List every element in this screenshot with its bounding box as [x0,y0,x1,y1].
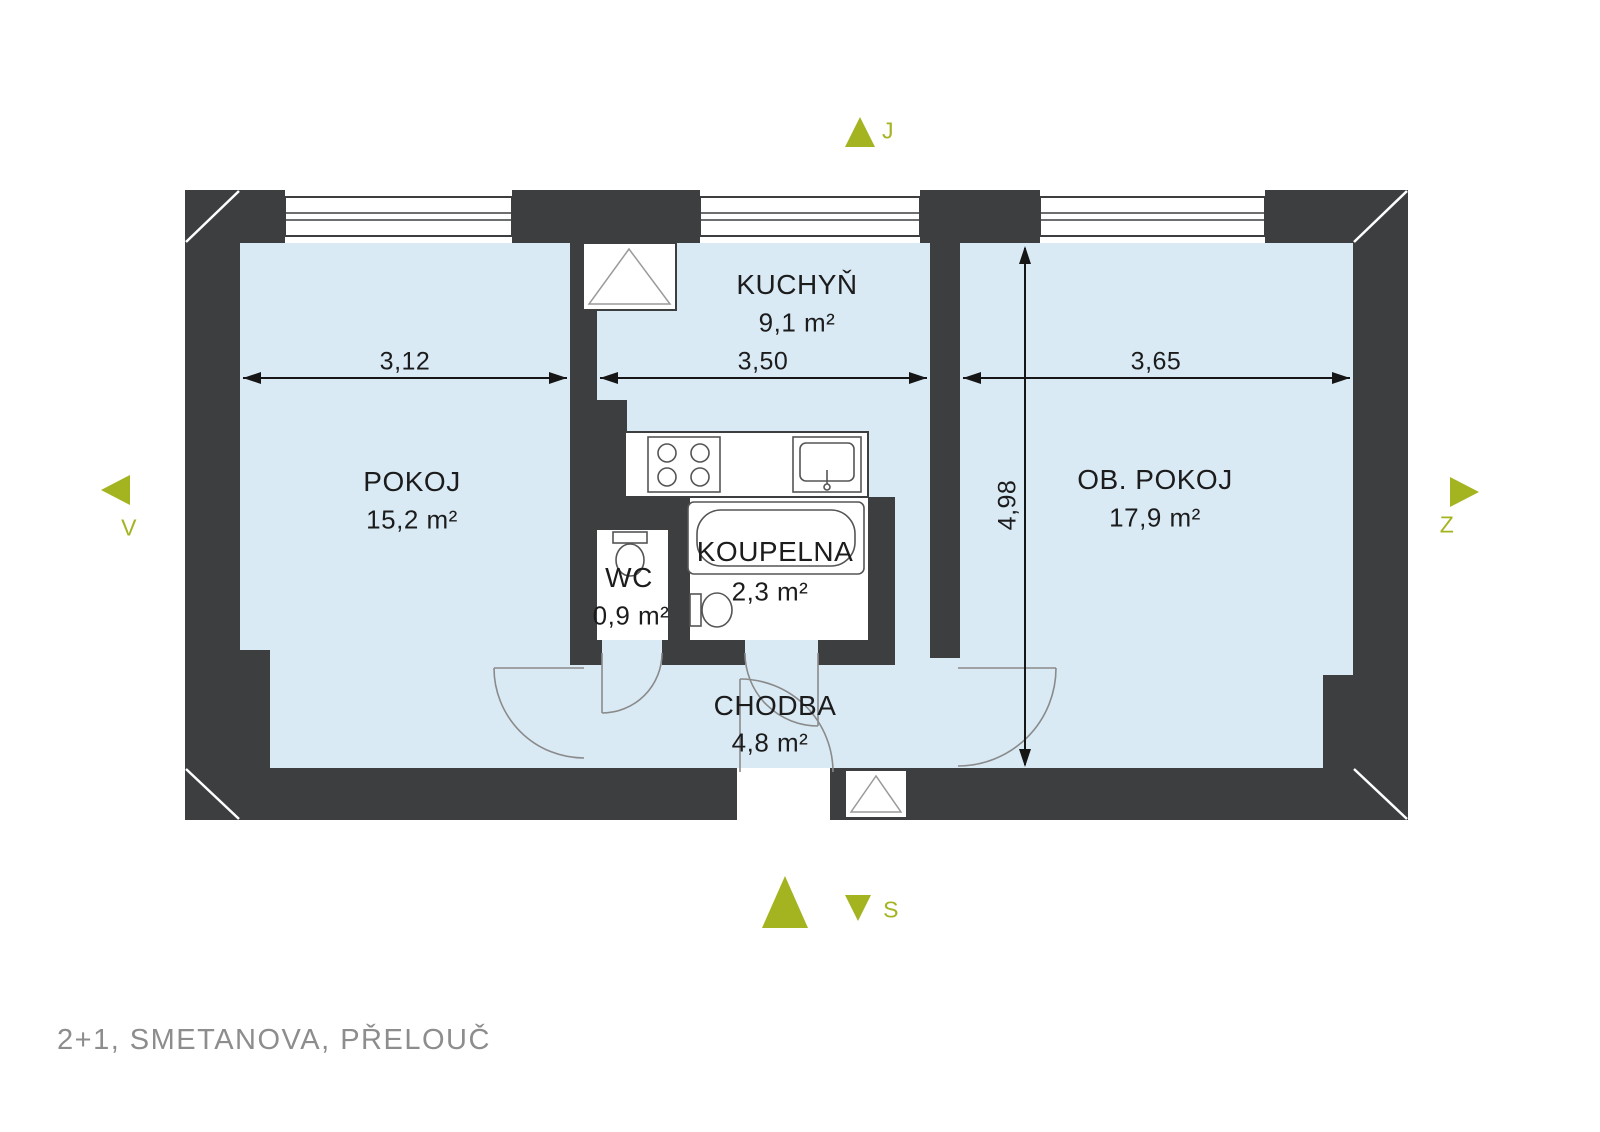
room-label-pokoj: POKOJ [363,466,461,497]
window-icon [284,190,513,243]
wall-right [1353,190,1408,820]
room-label-ob-pokoj: OB. POKOJ [1077,464,1233,495]
wall-left [185,190,240,820]
windows [284,190,1266,243]
wall-bath-bottom-c [818,640,895,665]
compass-arrow-icon [845,895,871,921]
room-area-pokoj: 15,2 m² [366,504,458,535]
compass-arrows [101,117,1479,928]
wall-bath-right [868,497,895,655]
entry-shaft-icon [844,769,908,819]
compass-label-south: J [882,117,894,144]
window-icon [699,190,921,243]
wc-toilet-icon [612,531,648,577]
dimension-lines [243,246,1350,767]
compass-arrow-icon [762,876,808,928]
dimension-label-obpokoj-width: 3,65 [1130,347,1182,376]
wall-pier-bottom-right [1323,675,1353,768]
room-area-ob-pokoj: 17,9 m² [1109,502,1201,533]
plan-title: 2+1, SMETANOVA, PŘELOUČ [57,1024,491,1056]
compass-arrow-icon [101,475,130,505]
room-label-koupelna: KOUPELNA [696,536,854,567]
compass-label-north: S [883,896,899,923]
dimension-label-depth: 4,98 [993,479,1022,531]
stove-icon [647,436,721,493]
dimension-label-kuchyn-width: 3,50 [737,347,789,376]
wall-corner-joints [185,190,1408,820]
room-label-chodba: CHODBA [713,690,837,721]
compass-label-west: Z [1439,511,1455,538]
door-arc-icon [493,667,585,759]
vent-shaft-icon [582,242,677,311]
room-label-kuchyn: KUCHYŇ [736,269,858,300]
room-label-wc: WC [605,562,653,593]
room-area-wc: 0,9 m² [592,600,670,631]
toilet-icon [689,592,733,628]
door-arc-icon [957,667,1057,767]
window-icon [1039,190,1266,243]
compass-arrow-icon [845,117,875,147]
wall-wc-top [597,497,672,530]
room-area-chodba: 4,8 m² [731,727,809,758]
wall-wc-bath-divider [668,497,690,640]
sink-icon [792,436,862,493]
door-arc-icon [739,678,834,773]
room-area-kuchyn: 9,1 m² [758,307,836,338]
wall-pier-bottom-left [240,650,270,768]
kitchen-counter [624,431,869,498]
wall-kitchen-step [597,400,627,500]
door-arcs [493,652,1057,773]
door-arc-icon [601,652,663,714]
wall-obpokoj-divider [930,243,960,658]
entrance-opening [737,768,830,820]
bathtub-icon [687,501,865,575]
room-area-koupelna: 2,3 m² [731,576,809,607]
compass-label-east: V [121,514,137,541]
wall-bath-bottom-a [570,640,602,665]
compass-arrow-icon [1450,477,1479,507]
door-arc-icon [744,652,819,727]
dimension-label-pokoj-width: 3,12 [379,347,431,376]
wall-bath-bottom-b [662,640,745,665]
